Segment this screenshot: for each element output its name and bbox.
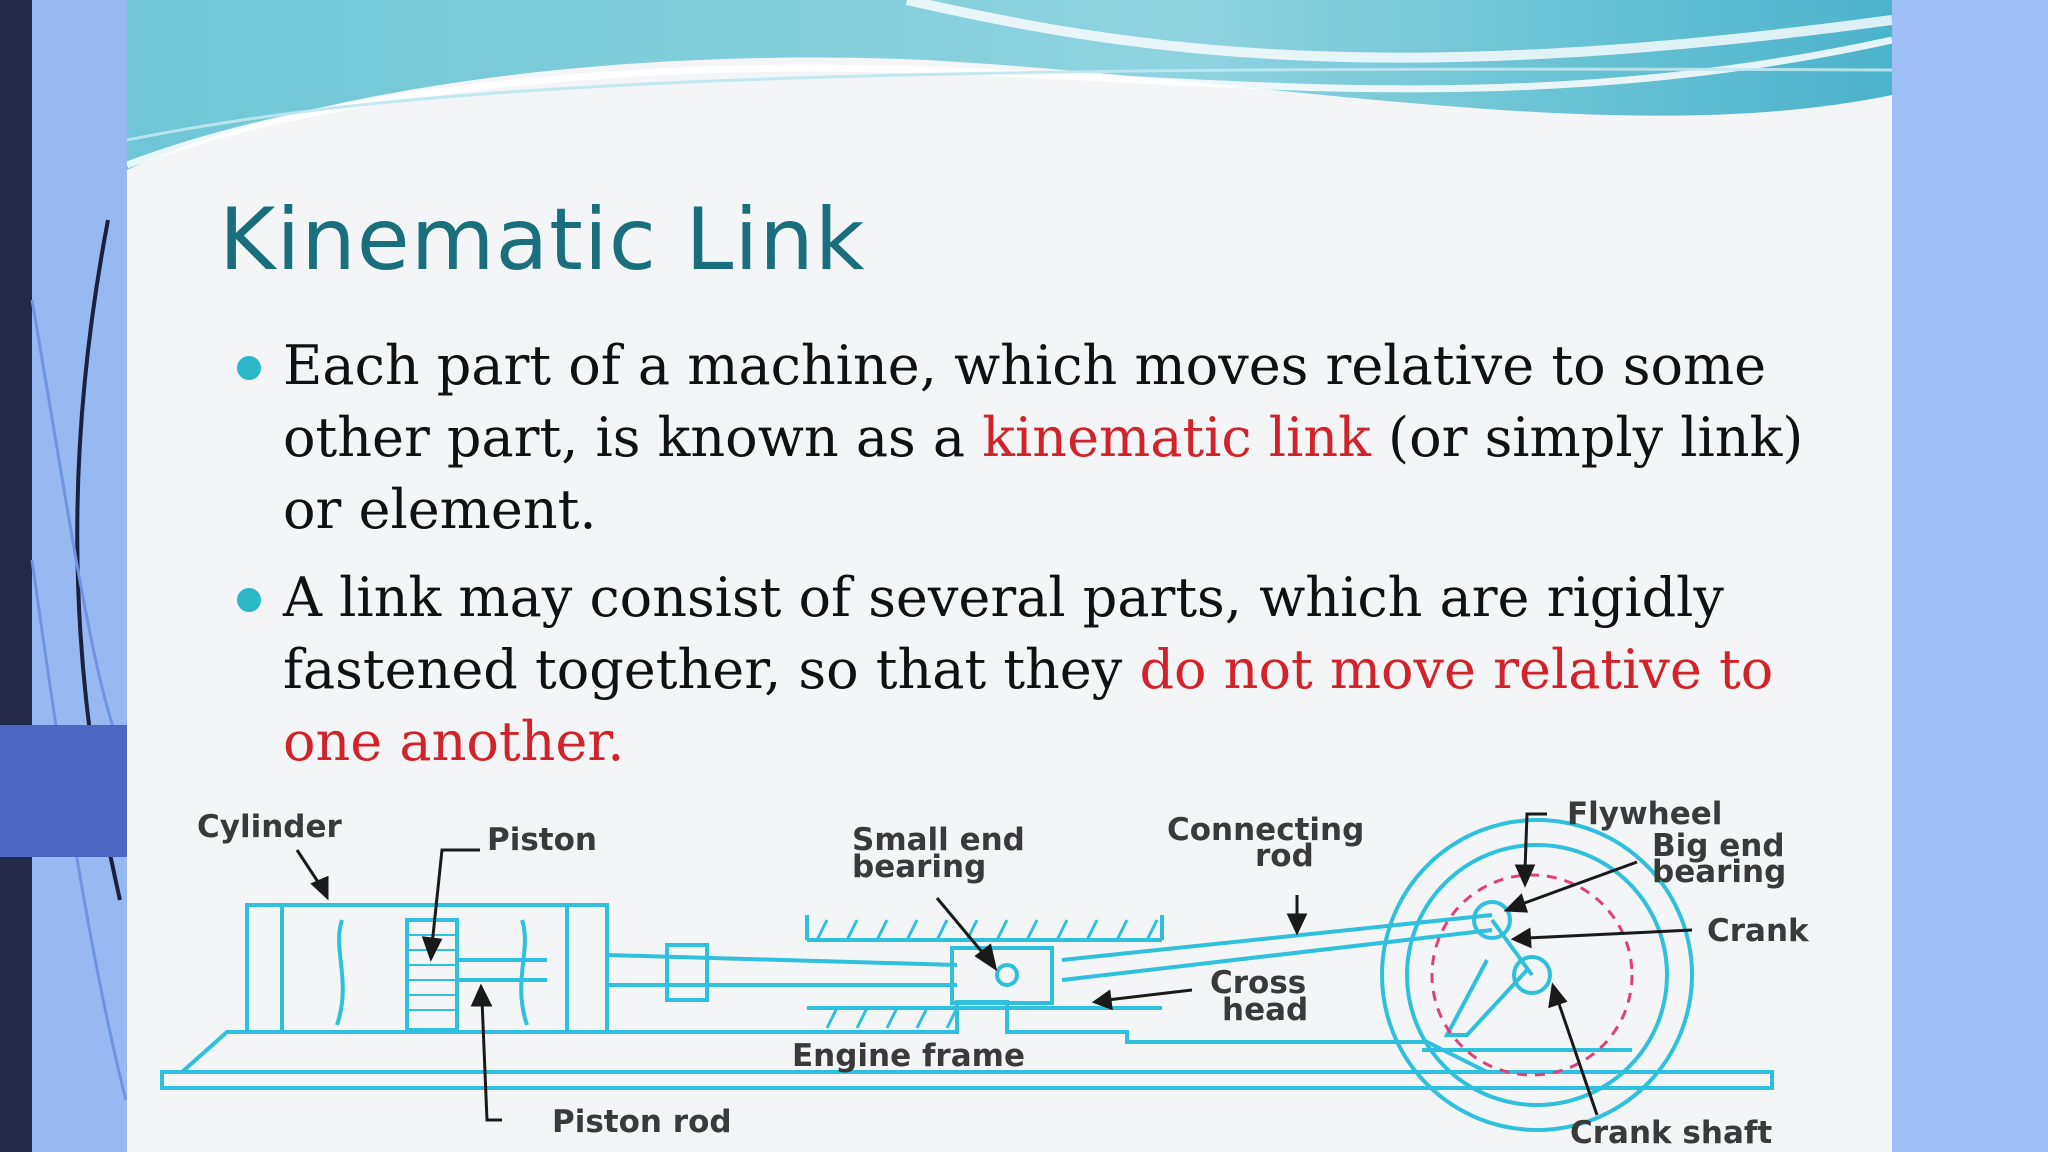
crank-shaft-pin <box>1512 955 1552 995</box>
flywheel-outer <box>1380 818 1694 1132</box>
bullet-highlight: kinematic link <box>982 406 1371 469</box>
label-piston: Piston <box>487 822 597 858</box>
label-piston-rod: Piston rod <box>552 1104 732 1140</box>
crank <box>1490 918 1534 977</box>
label-small-end-bearing-line2: bearing <box>852 849 986 885</box>
connecting-rod <box>1061 913 1493 962</box>
cylinder-end-right <box>565 903 609 1034</box>
wave-banner <box>127 0 1892 170</box>
label-big-end-bearing-line1: Big end <box>1652 828 1785 864</box>
label-crank-shaft: Crank shaft <box>1570 1115 1772 1151</box>
engine-frame-base <box>160 1070 1774 1090</box>
slide: Kinematic Link Each part of a machine, w… <box>127 0 1892 1152</box>
label-cylinder: Cylinder <box>197 809 342 845</box>
cross-head <box>950 946 1054 1005</box>
right-side-band <box>1892 0 2048 1152</box>
cylinder-body <box>245 903 609 1034</box>
bullet-highlight: do not move relative to one another. <box>283 638 1774 773</box>
big-end-bearing <box>1472 900 1512 940</box>
label-cross-head-line2: head <box>1222 992 1308 1028</box>
bullet-text: Each part of a machine, which moves rela… <box>283 334 1767 469</box>
slide-title: Kinematic Link <box>219 190 866 290</box>
small-end-pin <box>995 963 1019 987</box>
label-flywheel: Flywheel <box>1567 796 1722 832</box>
bullet-dot-icon <box>237 588 261 612</box>
left-decorative-curves <box>30 219 127 1101</box>
left-dark-band <box>0 0 32 1152</box>
bullet-item: A link may consist of several parts, whi… <box>237 562 1863 778</box>
crank-circle <box>1430 873 1634 1077</box>
piston <box>405 918 459 1032</box>
label-connecting-rod-line1: Connecting <box>1167 812 1364 848</box>
label-connecting-rod-line2: rod <box>1255 838 1314 874</box>
bullet-dot-icon <box>237 356 261 380</box>
label-big-end-bearing-line2: bearing <box>1652 854 1786 890</box>
label-engine-frame: Engine frame <box>792 1038 1025 1074</box>
label-cross-head-line1: Cross <box>1210 965 1306 1001</box>
bullet-text: A link may consist of several parts, whi… <box>283 566 1724 701</box>
engine-diagram: Cylinder Piston Small end bearing Connec… <box>160 796 1810 1151</box>
bullet-item: Each part of a machine, which moves rela… <box>237 330 1863 546</box>
bullet-text-end: (or simply link) or element. <box>283 406 1804 541</box>
gland <box>665 943 709 1002</box>
left-accent-block <box>0 725 127 857</box>
cylinder-end-left <box>245 903 284 1034</box>
label-small-end-bearing-line1: Small end <box>852 822 1025 858</box>
label-crank: Crank <box>1707 913 1810 949</box>
